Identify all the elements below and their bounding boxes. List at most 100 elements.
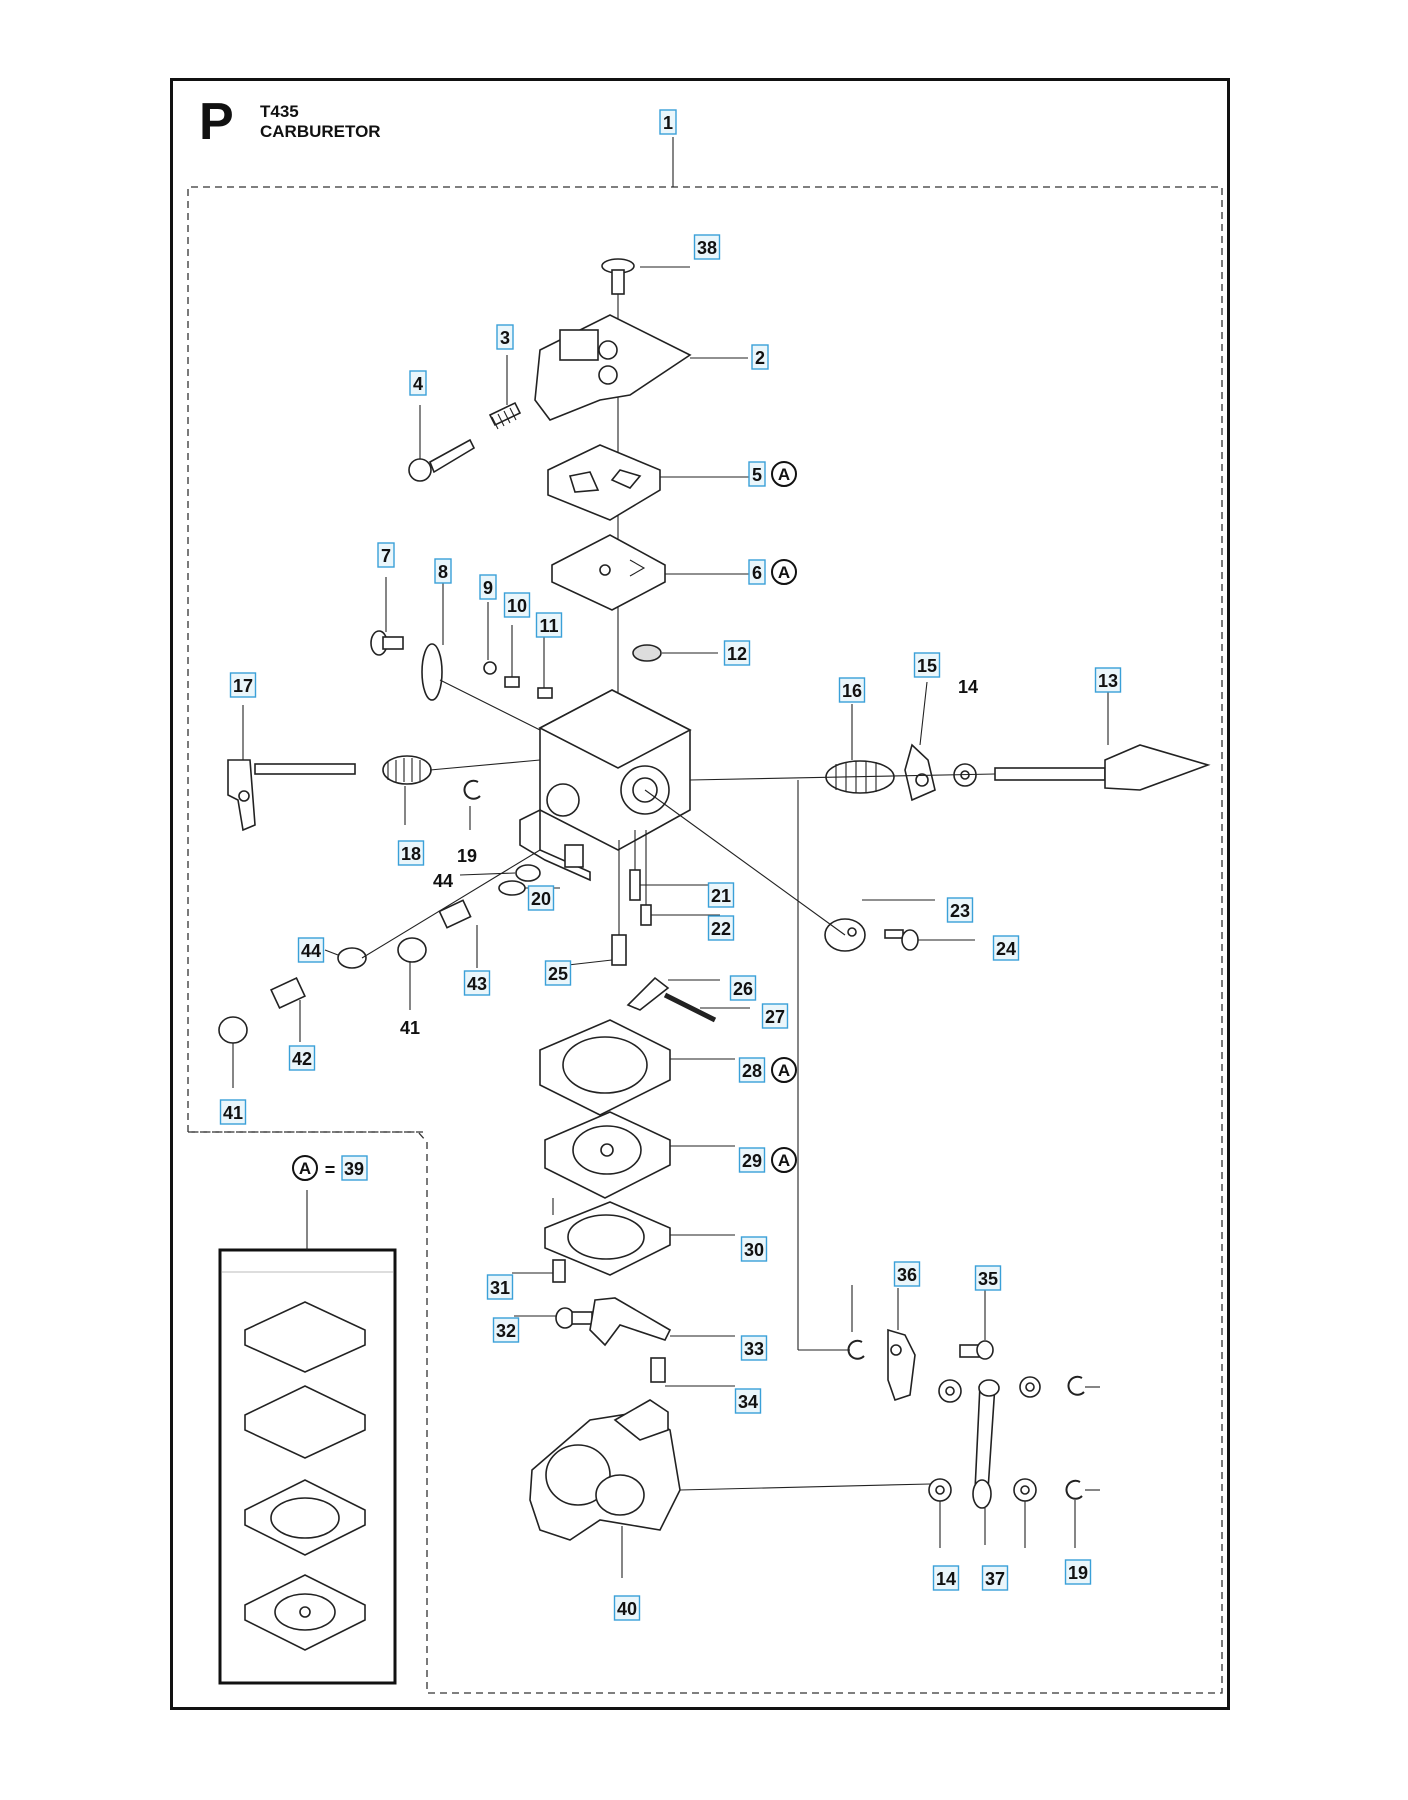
- spring-3: [488, 401, 522, 430]
- part-label-26: 26: [729, 975, 757, 1001]
- screw-35: [959, 1340, 994, 1360]
- spring-11: [537, 687, 553, 699]
- part-label-17: 17: [229, 672, 257, 698]
- svg-text:35: 35: [978, 1269, 998, 1289]
- part-label-25: 25: [544, 960, 572, 986]
- part-label-10: 10: [503, 592, 531, 618]
- assembly-boundary: [187, 186, 1223, 1694]
- washer-row-upper: [938, 1376, 1041, 1403]
- svg-text:42: 42: [292, 1049, 312, 1069]
- model-name: T435: [260, 102, 299, 121]
- svg-text:31: 31: [490, 1278, 510, 1298]
- part-label-11: 11: [535, 612, 563, 638]
- svg-text:40: 40: [617, 1599, 637, 1619]
- screw-31: [552, 1259, 566, 1283]
- part-label-21: 21: [707, 882, 735, 908]
- part-label-15: 15: [913, 652, 941, 678]
- svg-text:32: 32: [496, 1321, 516, 1341]
- svg-text:7: 7: [381, 546, 391, 566]
- pin-27: [663, 992, 717, 1023]
- svg-text:28: 28: [742, 1061, 762, 1081]
- screw-32: [555, 1307, 593, 1329]
- svg-text:23: 23: [950, 901, 970, 921]
- svg-text:3: 3: [500, 328, 510, 348]
- svg-text:A: A: [778, 563, 790, 582]
- screw-4: [408, 438, 476, 482]
- svg-text:4: 4: [413, 374, 423, 394]
- part-label-16: 16: [838, 677, 866, 703]
- washer-14c: [1013, 1478, 1037, 1502]
- washer-14b: [928, 1478, 952, 1502]
- svg-text:30: 30: [744, 1240, 764, 1260]
- part-label-12: 12: [723, 640, 751, 666]
- limiter-41a: [397, 937, 427, 963]
- lever-15: [904, 743, 936, 802]
- screw-24: [884, 929, 919, 951]
- kit-marker-29: A: [771, 1147, 797, 1173]
- clip-19c: [1067, 1375, 1085, 1396]
- svg-text:1: 1: [663, 113, 673, 133]
- part-label-2: 2: [751, 344, 769, 370]
- kit-marker-5: A: [771, 461, 797, 487]
- svg-text:34: 34: [738, 1392, 758, 1412]
- part-label-37: 37: [981, 1565, 1009, 1591]
- svg-text:8: 8: [438, 562, 448, 582]
- part-label-19: 19: [1064, 1559, 1092, 1585]
- gasket-6: [551, 534, 666, 611]
- kit-symbol-circle: [292, 1155, 318, 1181]
- svg-text:44: 44: [301, 941, 321, 961]
- part-label-38: 38: [693, 234, 721, 260]
- section-letter: P: [199, 93, 234, 151]
- kit-gasket-a: [244, 1301, 366, 1373]
- svg-text:27: 27: [765, 1007, 785, 1027]
- part-label-23: 23: [946, 897, 974, 923]
- svg-text:26: 26: [733, 979, 753, 999]
- clip-19: [463, 779, 481, 800]
- part-label-28: 28: [738, 1057, 766, 1083]
- svg-text:18: 18: [401, 844, 421, 864]
- svg-text:20: 20: [531, 889, 551, 909]
- svg-text:24: 24: [996, 939, 1016, 959]
- screw-25: [611, 934, 627, 966]
- part-label-6: 6: [748, 559, 766, 585]
- screw-38: [601, 258, 635, 295]
- needle-22: [640, 904, 652, 926]
- housing-40: [529, 1399, 681, 1541]
- svg-text:13: 13: [1098, 671, 1118, 691]
- lever-36: [887, 1328, 916, 1402]
- carburetor-body: [519, 689, 692, 882]
- spring-18: [382, 755, 432, 785]
- svg-text:43: 43: [467, 974, 487, 994]
- clip-19d: [1065, 1479, 1083, 1500]
- plate-8: [421, 643, 541, 731]
- part-label-3: 3: [496, 324, 514, 350]
- screw-7: [370, 630, 404, 656]
- link-rod-37: [972, 1379, 1000, 1509]
- svg-text:16: 16: [842, 681, 862, 701]
- part-label-7: 7: [377, 542, 395, 568]
- pin-10: [504, 676, 520, 688]
- spring-44b: [337, 947, 367, 969]
- kit-number: 39: [344, 1159, 364, 1179]
- lever-33: [589, 1297, 672, 1347]
- svg-text:37: 37: [985, 1569, 1005, 1589]
- part-label-32: 32: [492, 1317, 520, 1343]
- kit-equals: =: [325, 1160, 336, 1180]
- diagram-title: CARBURETOR: [260, 122, 381, 141]
- pump-cover-2: [534, 314, 692, 421]
- shaft-13: [994, 744, 1211, 791]
- diaphragm-29: [544, 1111, 671, 1199]
- kit-gasket-c: [244, 1479, 366, 1556]
- part-label-29: 29: [738, 1147, 766, 1173]
- part-label-14: 14: [932, 1565, 960, 1591]
- kit-marker-6: A: [771, 559, 797, 585]
- part-label-22: 22: [707, 915, 735, 941]
- part-label-30: 30: [740, 1236, 768, 1262]
- part-label-35: 35: [974, 1265, 1002, 1291]
- svg-text:29: 29: [742, 1151, 762, 1171]
- limiter-41b: [218, 1016, 248, 1044]
- plain-label-14: 14: [958, 677, 978, 697]
- part-label-43: 43: [463, 970, 491, 996]
- check-valve-12: [632, 644, 662, 662]
- diagram-frame: [170, 78, 1230, 1710]
